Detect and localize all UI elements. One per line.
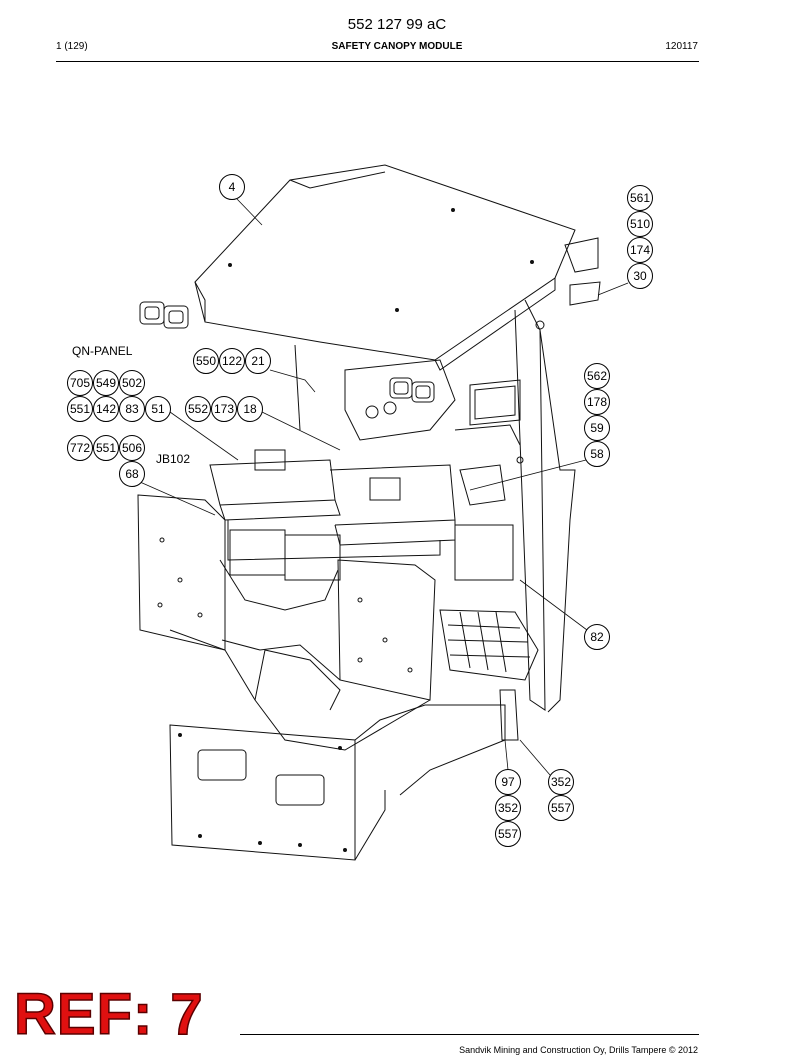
- document-date: 120117: [665, 41, 698, 52]
- document-number: 552 127 99 aC: [347, 16, 447, 33]
- callout-bubble: 352: [548, 769, 574, 795]
- qn-panel-assembly: [209, 449, 456, 561]
- callout-bubble: 59: [584, 415, 610, 441]
- callout-bubble: 173: [211, 396, 237, 422]
- ref-stamp: REF: 7: [13, 982, 204, 1047]
- footer-rule: [240, 1034, 699, 1035]
- side-plate-left: [137, 494, 226, 651]
- side-plate-right: [337, 559, 436, 701]
- callout-bubble: 174: [627, 237, 653, 263]
- callout-bubble: 30: [627, 263, 653, 289]
- callout-bubble: 82: [584, 624, 610, 650]
- callout-bubble: 550: [193, 348, 219, 374]
- callout-bubble: 510: [627, 211, 653, 237]
- callout-bubble: 58: [584, 441, 610, 467]
- callout-bubble: 51: [145, 396, 171, 422]
- callout-bubble: 551: [93, 435, 119, 461]
- callout-bubble: 21: [245, 348, 271, 374]
- control-console: [344, 359, 521, 506]
- qn-panel-label: QN-PANEL: [72, 344, 133, 358]
- callout-bubble: 18: [237, 396, 263, 422]
- callout-bubble: 549: [93, 370, 119, 396]
- callout-bubble: 561: [627, 185, 653, 211]
- cab-frame: [169, 559, 431, 751]
- callout-bubble: 502: [119, 370, 145, 396]
- base-frame: [169, 689, 519, 861]
- footer-copyright: Sandvik Mining and Construction Oy, Dril…: [459, 1045, 698, 1055]
- page-title: SAFETY CANOPY MODULE: [331, 41, 463, 52]
- callout-bubble: 557: [495, 821, 521, 847]
- callout-bubble: 506: [119, 435, 145, 461]
- callout-bubble: 772: [67, 435, 93, 461]
- rear-mount-bracket: [564, 237, 601, 306]
- callout-bubble: 551: [67, 396, 93, 422]
- canopy-roof: [194, 164, 576, 371]
- callout-bubble: 4: [219, 174, 245, 200]
- header-rule: [56, 61, 699, 62]
- callout-bubble: 142: [93, 396, 119, 422]
- callout-bubble: 97: [495, 769, 521, 795]
- callout-bubble: 557: [548, 795, 574, 821]
- callout-bubble: 178: [584, 389, 610, 415]
- callout-bubble: 705: [67, 370, 93, 396]
- callout-leaders: [139, 198, 629, 776]
- step-grating: [439, 609, 539, 681]
- callout-bubble: 352: [495, 795, 521, 821]
- callout-bubble: 68: [119, 461, 145, 487]
- battery-boxes: [229, 524, 514, 581]
- callout-bubble: 552: [185, 396, 211, 422]
- canopy-posts: [294, 299, 576, 713]
- callout-bubble: 83: [119, 396, 145, 422]
- work-lights-front: [139, 301, 435, 403]
- jb102-label: JB102: [156, 452, 191, 466]
- page-number: 1 (129): [56, 41, 88, 52]
- callout-bubble: 562: [584, 363, 610, 389]
- callout-bubble: 122: [219, 348, 245, 374]
